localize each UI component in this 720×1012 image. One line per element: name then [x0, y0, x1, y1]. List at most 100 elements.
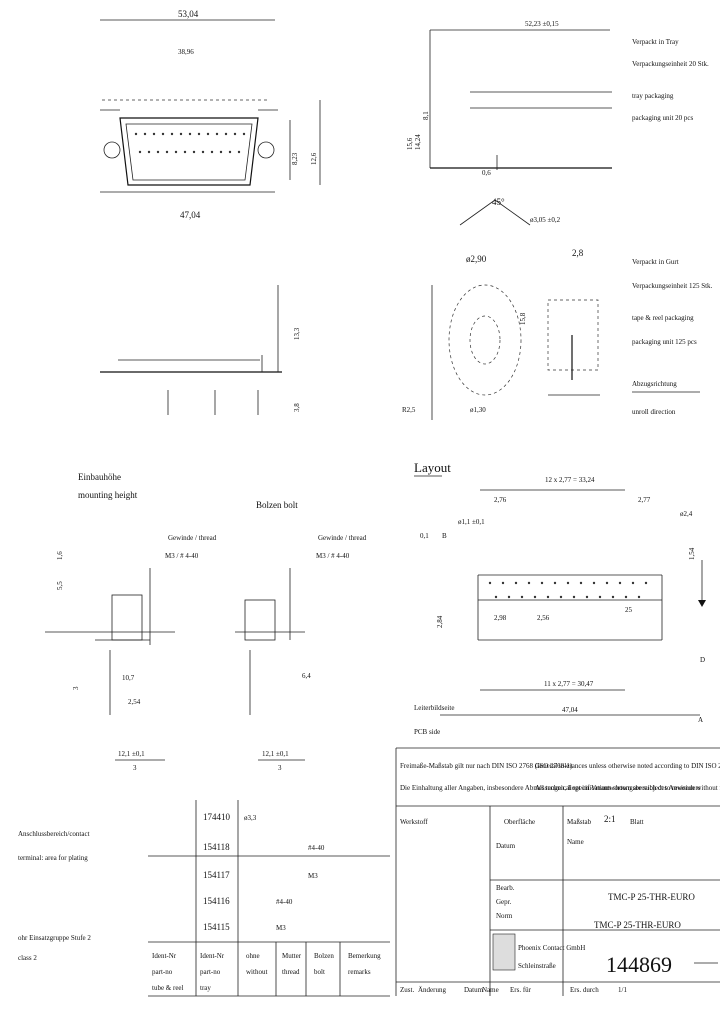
- header-line-2: bolt: [314, 968, 325, 976]
- layout-01: 0,1: [420, 532, 429, 540]
- label-sheet: Blatt: [630, 818, 644, 826]
- layout-dim-bottom: 11 x 2,77 = 30,47: [544, 680, 594, 688]
- header-line-3: tube & reel: [152, 984, 184, 992]
- bolt-label: Bolzen bolt: [256, 500, 298, 510]
- packing-2: Verpackungseinheit 20 Stk.: [632, 60, 709, 68]
- header-line-2: without: [246, 968, 267, 976]
- layout-side-2: PCB side: [414, 728, 440, 736]
- header-line-1: Ident-Nr: [200, 952, 225, 960]
- header-line-1: Bemerkung: [348, 952, 381, 960]
- label-norm: Norm: [496, 912, 513, 920]
- layout-label-a: A: [698, 716, 703, 724]
- header-line-2: thread: [282, 968, 300, 976]
- product-1: TMC-P 25-THR-EURO: [608, 892, 695, 902]
- layout-dim-top: 12 x 2,77 = 33,24: [545, 476, 595, 484]
- pin-row-top: [134, 132, 246, 136]
- dim-c: 3: [72, 686, 80, 690]
- header-line-2: remarks: [348, 968, 371, 976]
- pin-row-bottom: [138, 150, 241, 154]
- dim-b: 5,5: [56, 581, 64, 590]
- dim-h1: 8,23: [291, 152, 299, 165]
- layout-side-1: Leiterbildseite: [414, 704, 454, 712]
- layout-label-d: D: [700, 656, 705, 664]
- label-name: Name: [567, 838, 584, 846]
- header-line-1: ohne: [246, 952, 260, 960]
- header-line-2: part-no: [152, 968, 173, 976]
- dim-v2: 3,8: [293, 403, 301, 412]
- dim-r: R2,5: [402, 406, 416, 414]
- dim-inner: 38,96: [178, 48, 194, 56]
- table-cell: M3: [276, 924, 286, 932]
- layout-left: 2,84: [436, 615, 444, 628]
- variant-table: Anschlussbereich/contact terminal: area …: [18, 800, 390, 997]
- reel-view: ø2,90 ø1,30 R2,5 15,8 2,8 Verpackt in Gu…: [402, 248, 713, 420]
- layout-right-2: 1,54: [688, 547, 696, 560]
- dim-v1: 13,3: [293, 327, 301, 340]
- dim-h2: 3: [278, 764, 282, 772]
- label-name2: Name: [482, 986, 499, 994]
- layout-25: 25: [625, 606, 633, 614]
- table-cell: #4-40: [276, 898, 293, 906]
- dim-bottom: 47,04: [180, 210, 201, 220]
- bulk-3: tape & reel packaging: [632, 314, 694, 322]
- layout-small-2: 2,77: [638, 496, 651, 504]
- table-headers: Ident-Nr part-no tube & reel Ident-Nr part-n…: [152, 952, 381, 992]
- ident-no: 154116: [203, 896, 230, 906]
- company-2: Schleinstraße: [518, 962, 556, 970]
- dim-f: 6,4: [302, 672, 311, 680]
- dir-1: Abzugsrichtung: [632, 380, 677, 388]
- ident-no: 154115: [203, 922, 230, 932]
- header-line-1: Mutter: [282, 952, 302, 960]
- layout-section: Layout 12 x 2,77 = 33,24 2,76 2,77 ø1,1 …: [414, 460, 706, 736]
- dim-circle: ø2,90: [466, 254, 487, 264]
- side-view: 52,23 ±0,15 15,6 14,24 8,1 0,6 45° ø3,05…: [406, 20, 709, 226]
- ident-no: 154117: [203, 870, 230, 880]
- label-repl: Ers. für: [510, 986, 532, 994]
- thread-2-val: M3 / # 4-40: [316, 552, 350, 560]
- dim-e: 2,54: [128, 698, 141, 706]
- note-3: General tolerances unless otherwise note…: [535, 762, 720, 770]
- sheet-total: 1/1: [618, 986, 627, 994]
- class-1: ohr Einsatzgruppe Stufe 2: [18, 934, 91, 942]
- dim-top: 52,23 ±0,15: [525, 20, 559, 28]
- class-2: class 2: [18, 954, 37, 962]
- header-line-1: Ident-Nr: [152, 952, 177, 960]
- header-line-3: tray: [200, 984, 211, 992]
- layout-pin: ø1,1 ±0,1: [458, 518, 485, 526]
- drawing-no: 144869: [606, 952, 672, 977]
- dim-base: 0,6: [482, 169, 491, 177]
- company-logo: [492, 933, 516, 971]
- terminal-2: terminal: area for plating: [18, 854, 88, 862]
- dim-h: 15,8: [519, 312, 527, 325]
- thread-1-val: M3 / # 4-40: [165, 552, 199, 560]
- mounting-title-1: Einbauhöhe: [78, 472, 121, 482]
- dir-2: unroll direction: [632, 408, 676, 416]
- title-block: Freimaße-Maßstab gilt nur nach DIN ISO 2…: [395, 747, 720, 996]
- layout-title: Layout: [414, 460, 451, 475]
- dim-g2: 12,1 ±0,1: [262, 750, 289, 758]
- label-date2: Datum: [464, 986, 484, 994]
- label-drawn: Bearb.: [496, 884, 515, 892]
- dim-h1: 3: [133, 764, 137, 772]
- layout-mid-1: 2,98: [494, 614, 507, 622]
- layout-holes: [488, 581, 648, 599]
- bulk-1: Verpackt in Gurt: [632, 258, 679, 266]
- dim-hole: ø3,05 ±0,2: [530, 216, 561, 224]
- note-2: Die Einhaltung aller Angaben, insbesonde…: [400, 784, 701, 792]
- label-status: Zust.: [400, 986, 414, 994]
- layout-label-b: B: [442, 532, 447, 540]
- label-checked: Gepr.: [496, 898, 512, 906]
- header-line-1: Bolzen: [314, 952, 334, 960]
- dim-width: 53,04: [178, 9, 199, 19]
- val-scale: 2:1: [604, 814, 616, 824]
- header-line-2: part-no: [200, 968, 221, 976]
- layout-small-1: 2,76: [494, 496, 507, 504]
- note-1: Freimaße-Maßstab gilt nur nach DIN ISO 2…: [400, 762, 573, 770]
- top-view: 13,3 3,8: [100, 285, 301, 415]
- label-surface: Oberfläche: [504, 818, 535, 826]
- packing-4: packaging unit 20 pcs: [632, 114, 694, 122]
- ident-no: 154118: [203, 842, 230, 852]
- dim-a: 1,6: [56, 551, 64, 560]
- label-material: Werkstoff: [400, 818, 428, 826]
